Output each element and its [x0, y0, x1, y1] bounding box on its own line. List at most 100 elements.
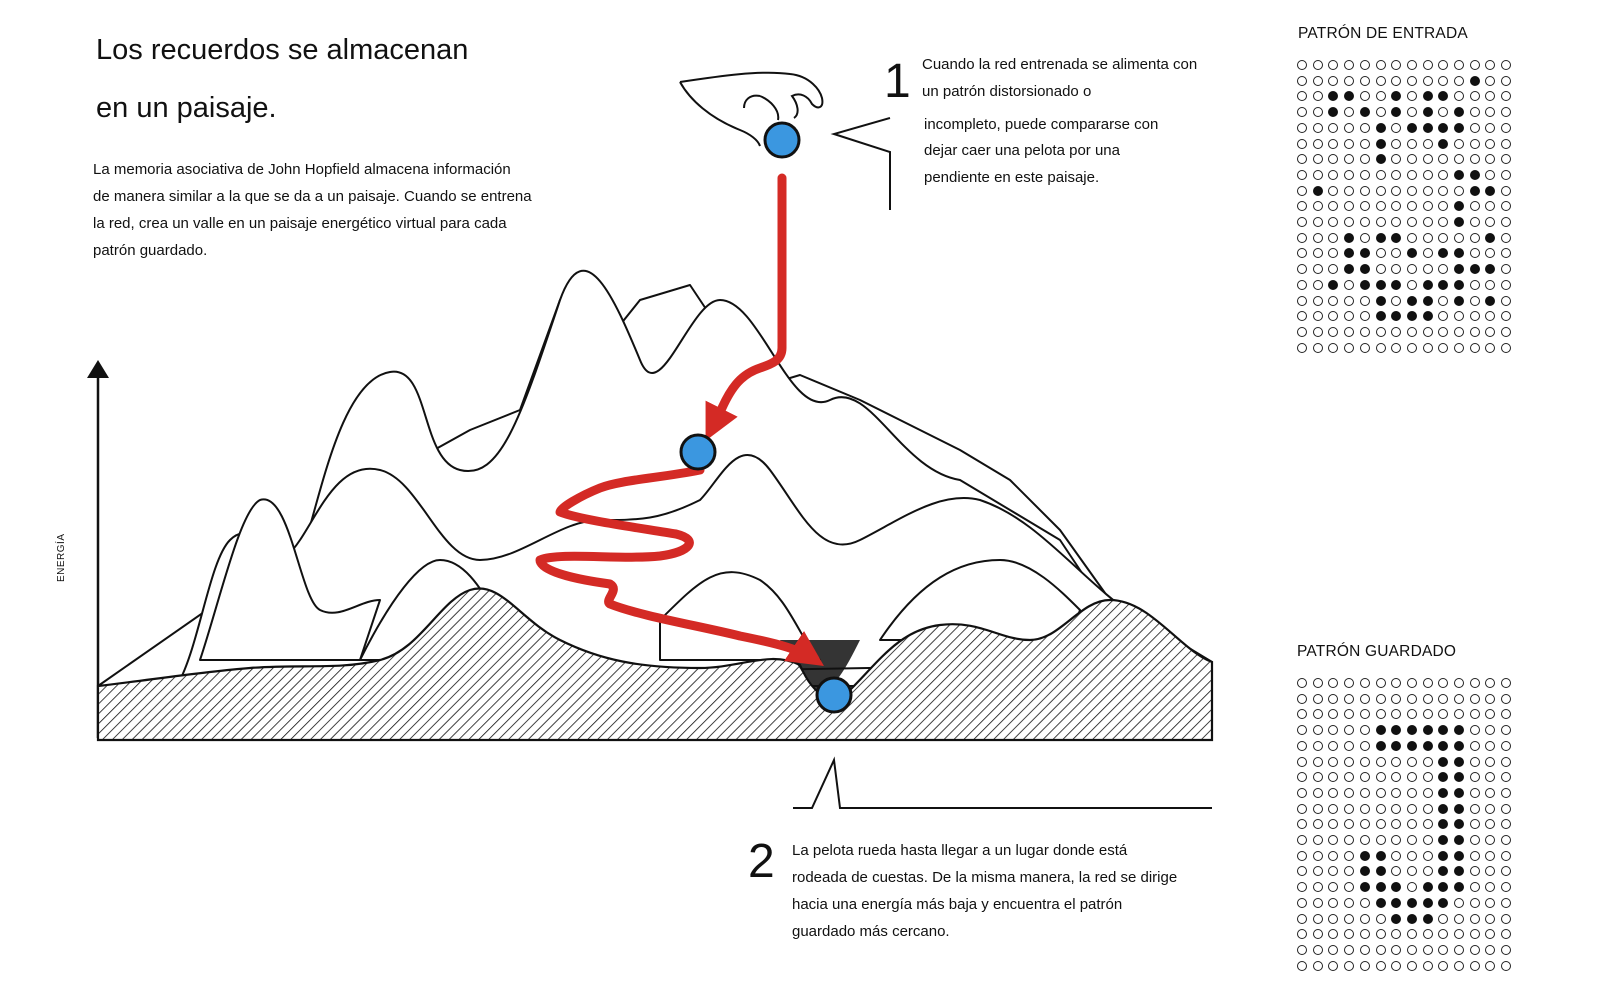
- pattern-cell-filled: [1391, 740, 1402, 751]
- pattern-cell-empty: [1344, 693, 1355, 704]
- pattern-cell-empty: [1501, 326, 1512, 337]
- pattern-cell-empty: [1501, 897, 1512, 908]
- pattern-cell-empty: [1344, 107, 1355, 118]
- pattern-cell-empty: [1359, 740, 1370, 751]
- pattern-cell-empty: [1501, 201, 1512, 212]
- pattern-cell-empty: [1391, 772, 1402, 783]
- pattern-cell-empty: [1297, 201, 1307, 212]
- pattern-cell-empty: [1469, 709, 1480, 720]
- pattern-cell-filled: [1438, 756, 1449, 767]
- stored-pattern-grid: [1297, 678, 1517, 978]
- pattern-cell-empty: [1312, 725, 1323, 736]
- pattern-cell-empty: [1438, 342, 1449, 353]
- pattern-cell-empty: [1422, 138, 1433, 149]
- pattern-cell-empty: [1391, 75, 1402, 86]
- pattern-cell-empty: [1359, 122, 1370, 133]
- pattern-cell-empty: [1312, 60, 1323, 70]
- pattern-cell-filled: [1438, 740, 1449, 751]
- pattern-cell-empty: [1297, 342, 1307, 353]
- pattern-cell-empty: [1312, 897, 1323, 908]
- pattern-cell-empty: [1406, 756, 1417, 767]
- pattern-cell-empty: [1359, 929, 1370, 940]
- pattern-cell-empty: [1485, 60, 1496, 70]
- pattern-cell-empty: [1422, 75, 1433, 86]
- pattern-cell-filled: [1344, 248, 1355, 259]
- pattern-cell-empty: [1328, 138, 1339, 149]
- pattern-cell-empty: [1344, 217, 1355, 227]
- pattern-cell-filled: [1422, 295, 1433, 306]
- pattern-cell-filled: [1391, 311, 1402, 322]
- pattern-cell-empty: [1391, 326, 1402, 337]
- pattern-cell-empty: [1344, 882, 1355, 893]
- pattern-cell-empty: [1422, 60, 1433, 70]
- pattern-cell-empty: [1375, 756, 1386, 767]
- pattern-cell-empty: [1438, 264, 1449, 275]
- pattern-cell-empty: [1501, 311, 1512, 322]
- pattern-cell-empty: [1344, 311, 1355, 322]
- pattern-cell-filled: [1454, 803, 1464, 814]
- pattern-cell-empty: [1391, 756, 1402, 767]
- step1-line: pendiente en este paisaje.: [924, 169, 1100, 186]
- pattern-cell-empty: [1485, 850, 1496, 861]
- pattern-cell-empty: [1391, 154, 1402, 165]
- pattern-cell-empty: [1328, 944, 1339, 955]
- pattern-cell-empty: [1485, 929, 1496, 940]
- pattern-cell-empty: [1328, 232, 1339, 243]
- pattern-cell-empty: [1469, 232, 1480, 243]
- pattern-cell-filled: [1438, 897, 1449, 908]
- pattern-cell-empty: [1406, 60, 1417, 70]
- pattern-cell-filled: [1375, 122, 1386, 133]
- ball-start: [763, 121, 801, 159]
- pattern-cell-empty: [1469, 756, 1480, 767]
- ball-middle: [679, 433, 717, 471]
- pattern-cell-empty: [1391, 60, 1402, 70]
- pattern-cell-empty: [1454, 960, 1464, 971]
- pattern-cell-empty: [1438, 311, 1449, 322]
- pattern-cell-empty: [1469, 772, 1480, 783]
- pattern-cell-empty: [1328, 201, 1339, 212]
- pattern-cell-empty: [1391, 787, 1402, 798]
- pattern-cell-empty: [1406, 201, 1417, 212]
- pattern-cell-empty: [1359, 725, 1370, 736]
- pattern-cell-empty: [1501, 342, 1512, 353]
- pattern-cell-empty: [1485, 882, 1496, 893]
- pattern-cell-empty: [1485, 819, 1496, 830]
- pattern-cell-empty: [1375, 678, 1386, 688]
- pattern-cell-empty: [1359, 138, 1370, 149]
- pattern-cell-empty: [1422, 835, 1433, 845]
- pattern-cell-filled: [1328, 107, 1339, 118]
- pattern-cell-empty: [1438, 75, 1449, 86]
- intro-paragraph: La memoria asociativa de John Hopfield a…: [93, 156, 532, 264]
- pattern-cell-empty: [1406, 944, 1417, 955]
- pattern-cell-filled: [1406, 740, 1417, 751]
- pattern-cell-empty: [1297, 850, 1307, 861]
- pattern-cell-empty: [1328, 740, 1339, 751]
- step2-number: 2: [748, 835, 775, 888]
- pattern-cell-empty: [1344, 201, 1355, 212]
- pattern-cell-empty: [1359, 91, 1370, 102]
- pattern-cell-empty: [1328, 217, 1339, 227]
- pattern-cell-empty: [1485, 326, 1496, 337]
- pattern-cell-empty: [1406, 787, 1417, 798]
- pattern-cell-empty: [1375, 787, 1386, 798]
- axis-arrow-icon: [87, 360, 109, 378]
- pattern-cell-filled: [1375, 311, 1386, 322]
- intro-line: de manera similar a la que se da a un pa…: [93, 188, 532, 205]
- pattern-cell-empty: [1454, 91, 1464, 102]
- pattern-cell-empty: [1454, 693, 1464, 704]
- pattern-cell-filled: [1359, 882, 1370, 893]
- pattern-cell-empty: [1328, 60, 1339, 70]
- pattern-cell-empty: [1501, 185, 1512, 196]
- pattern-cell-empty: [1501, 295, 1512, 306]
- pattern-cell-empty: [1344, 185, 1355, 196]
- pattern-cell-empty: [1391, 248, 1402, 259]
- pattern-cell-empty: [1375, 326, 1386, 337]
- stored-pattern-title: PATRÓN GUARDADO: [1297, 643, 1457, 660]
- pattern-cell-empty: [1312, 882, 1323, 893]
- pattern-cell-empty: [1438, 232, 1449, 243]
- pattern-cell-empty: [1469, 217, 1480, 227]
- pattern-cell-filled: [1438, 248, 1449, 259]
- pattern-cell-empty: [1454, 60, 1464, 70]
- pattern-cell-empty: [1422, 201, 1433, 212]
